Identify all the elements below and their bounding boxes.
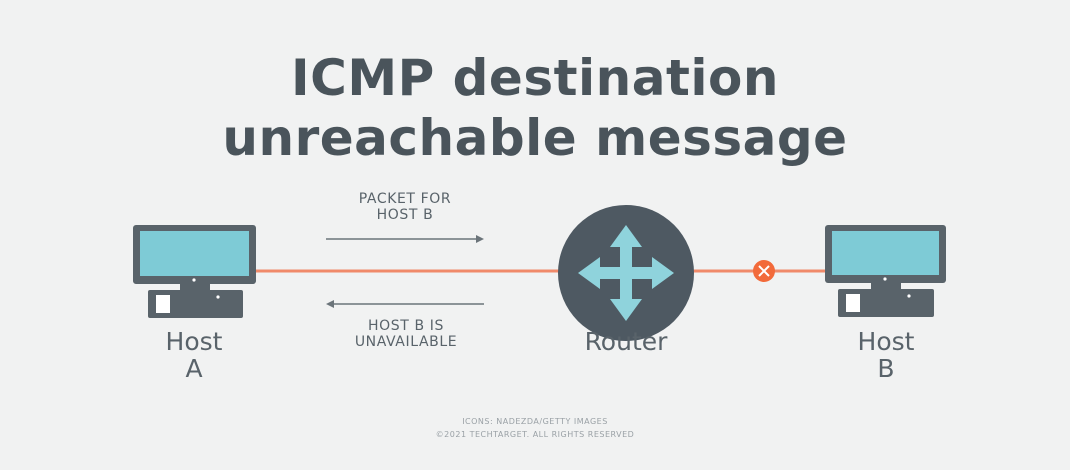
x-circle-icon — [753, 260, 775, 282]
host-a-label: Host A — [124, 328, 264, 382]
router-label-text: Router — [584, 327, 668, 356]
reply-message-line-2: UNAVAILABLE — [354, 334, 458, 350]
image-credits: ICONS: NADEZDA/GETTY IMAGES ©2021 TECHTA… — [0, 415, 1070, 441]
forward-message-line-2: HOST B — [376, 207, 434, 223]
host-b-label-line-1: Host — [857, 327, 915, 356]
credits-line-1: ICONS: NADEZDA/GETTY IMAGES — [462, 417, 608, 426]
credits-line-2: ©2021 TECHTARGET. ALL RIGHTS RESERVED — [435, 430, 635, 439]
host-b-label: Host B — [816, 328, 956, 382]
forward-arrow — [326, 235, 484, 243]
reply-message-label: HOST B IS UNAVAILABLE — [316, 318, 496, 350]
page-title: ICMP destination unreachable message — [0, 48, 1070, 168]
host-a-computer-icon — [133, 225, 256, 318]
host-b-label-line-2: B — [877, 354, 895, 383]
host-a-label-line-1: Host — [165, 327, 223, 356]
router-icon — [558, 205, 694, 341]
host-b-computer-icon — [825, 225, 946, 317]
reply-message-line-1: HOST B IS — [368, 318, 444, 334]
title-line-1: ICMP destination — [291, 49, 779, 107]
router-label: Router — [546, 328, 706, 355]
host-a-label-line-2: A — [185, 354, 203, 383]
title-line-2: unreachable message — [222, 109, 848, 167]
reply-arrow — [326, 300, 484, 308]
forward-message-line-1: PACKET FOR — [358, 191, 452, 207]
forward-message-label: PACKET FOR HOST B — [324, 191, 486, 223]
